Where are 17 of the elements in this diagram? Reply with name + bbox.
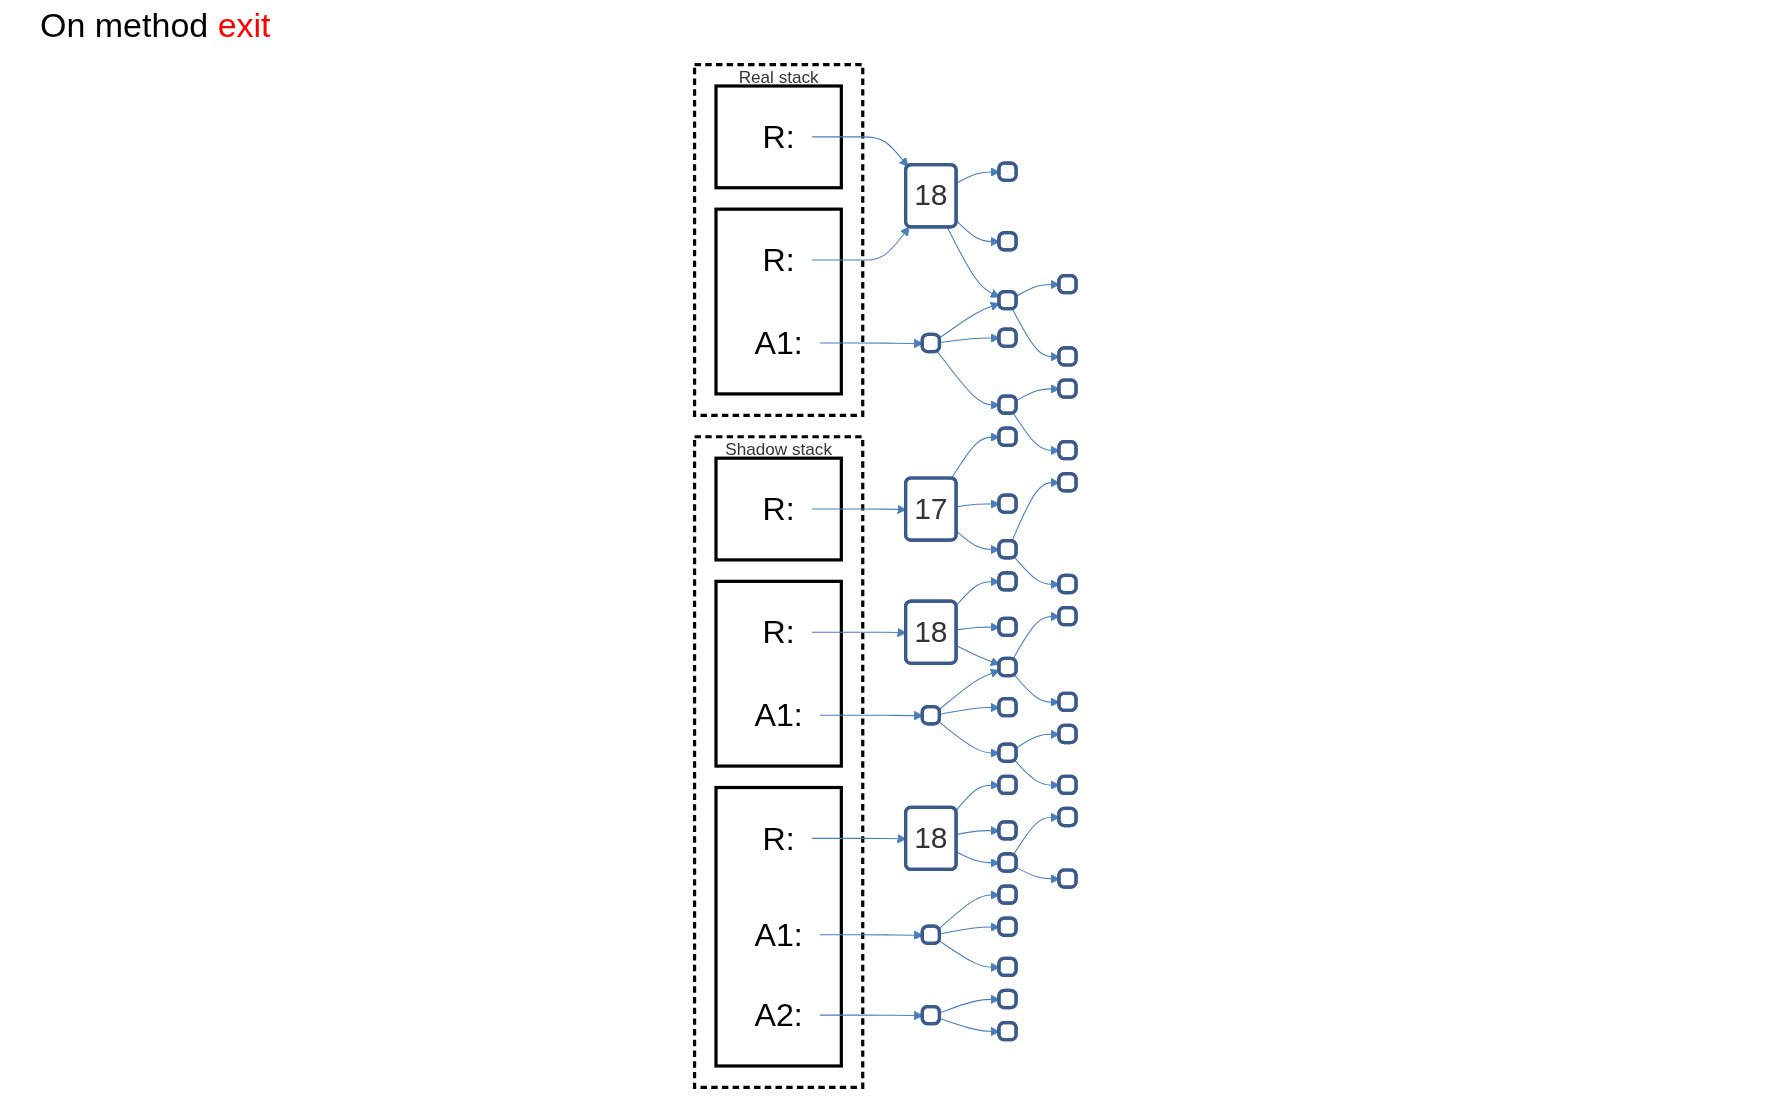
- node-text: R:: [762, 242, 795, 278]
- node-text: R:: [762, 119, 795, 155]
- node-text: A2:: [754, 997, 803, 1033]
- cluster: [714, 207, 844, 396]
- cluster: [714, 456, 844, 562]
- cluster: [714, 84, 844, 190]
- title: On method exit: [40, 6, 271, 45]
- arrow: [811, 226, 910, 261]
- node-text: R:: [762, 614, 795, 650]
- node-text: A1:: [754, 697, 803, 733]
- cluster: [714, 785, 844, 1068]
- cluster: [714, 579, 844, 768]
- arrow: [811, 136, 909, 168]
- node-text: A1:: [754, 325, 803, 361]
- node-text: R:: [762, 820, 795, 857]
- node-text: R:: [762, 491, 795, 527]
- node-text: A1:: [754, 917, 803, 953]
